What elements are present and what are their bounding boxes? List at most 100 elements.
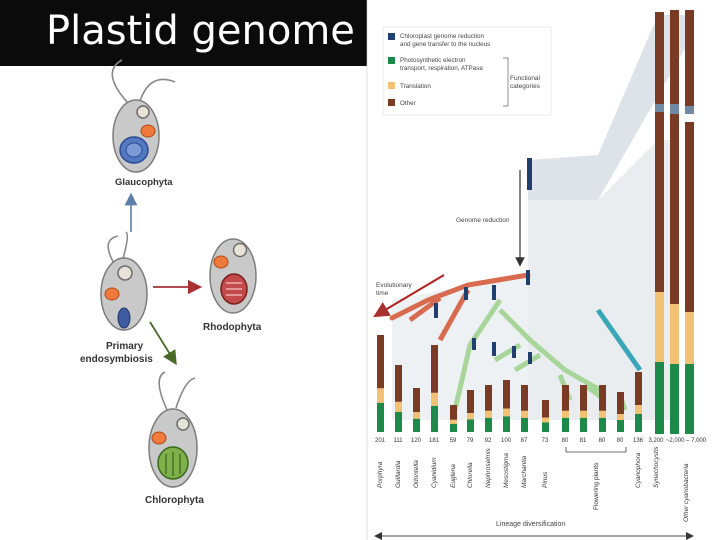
primary-endosymbiosis-label-2: endosymbiosis xyxy=(80,354,153,365)
taxon-label: Cyanidium xyxy=(431,457,438,488)
legend-panel xyxy=(382,26,552,116)
leaf-bar-segment xyxy=(395,365,402,402)
evolutionary-time-label-1: Evolutionary xyxy=(376,282,413,289)
leaf-bar-segment xyxy=(431,392,438,406)
leaf-bar-segment xyxy=(485,385,492,411)
taxon-label: Cyanophora xyxy=(635,452,642,488)
chlorophyta-label: Chlorophyta xyxy=(145,495,204,506)
slide-title: Plastid genome xyxy=(46,8,355,54)
taxon-label: Other cyanobacteria xyxy=(683,463,690,522)
title-bar xyxy=(0,0,367,66)
leaf-bar-segment xyxy=(377,335,384,389)
legend-swatch-reduction xyxy=(388,33,395,40)
leaf-bar-segment xyxy=(485,410,492,418)
phylogeny-branches xyxy=(389,272,643,411)
leaf-bar-segment xyxy=(503,408,510,417)
gene-count-label: 59 xyxy=(450,438,457,444)
leaf-bar-segment xyxy=(377,388,384,403)
gene-count-label: 80 xyxy=(617,438,624,444)
taxon-label: Pinus xyxy=(542,471,549,488)
taxon-label: Marchantia xyxy=(521,455,528,488)
gene-count-label: 92 xyxy=(485,438,492,444)
leaf-bar-segment xyxy=(542,400,549,418)
leaf-bar-segment xyxy=(635,405,642,414)
gene-count-label: 87 xyxy=(521,438,528,444)
leaf-bar-segment xyxy=(635,414,642,432)
reduction-plane-main xyxy=(528,15,690,200)
leaf-bar-segment xyxy=(599,385,606,411)
taxon-label: Porphyra xyxy=(377,461,384,488)
leaf-bar-segment xyxy=(562,385,569,411)
leaf-bar-segment xyxy=(617,414,624,420)
legend-swatch-other xyxy=(388,99,395,106)
legend-reduction-2: and gene transfer to the nucleus xyxy=(400,41,490,48)
gene-count-label: 3,200 xyxy=(648,438,664,444)
gene-count-label: 120 xyxy=(411,438,422,444)
leaf-bar-segment xyxy=(467,413,474,420)
gene-count-label: 201 xyxy=(375,438,386,444)
glaucophyte-cell xyxy=(111,59,176,173)
legend-photosynthetic-1: Photosynthetic electron xyxy=(400,57,466,64)
rhodophyta-label: Rhodophyta xyxy=(203,322,262,333)
evolutionary-time-arrow xyxy=(373,274,445,318)
gene-count-label: 80 xyxy=(599,438,606,444)
taxon-label: Mesostigma xyxy=(503,453,510,488)
functional-bracket xyxy=(503,57,509,107)
leaf-bar-segment xyxy=(580,410,587,418)
leaf-bar-segment xyxy=(580,385,587,411)
gene-count-label: 81 xyxy=(580,438,587,444)
legend-photosynthetic-2: transport, respiration, ATPase xyxy=(400,65,483,72)
taxon-label: Nephroselmis xyxy=(485,448,492,488)
gene-count-label: ~2,000 – 7,000 xyxy=(666,438,707,444)
legend-translation: Translation xyxy=(400,83,431,90)
leaf-bar-segment xyxy=(580,417,587,432)
leaf-bar-segment xyxy=(413,388,420,413)
leaf-bar-segment xyxy=(431,345,438,393)
leaf-bar-segment xyxy=(542,417,549,423)
leaf-bar-segment xyxy=(617,392,624,414)
gene-count-label: 111 xyxy=(393,438,403,444)
leaf-bar-segment xyxy=(377,402,384,432)
gene-count-label: 80 xyxy=(562,438,569,444)
leaf-bar-segment xyxy=(562,410,569,418)
leaf-bar-segment xyxy=(542,422,549,432)
leaf-bar-segment xyxy=(431,405,438,432)
leaf-bar-segment xyxy=(521,385,528,411)
legend-swatch-translation xyxy=(388,82,395,89)
flowering-plants-label: Flowering plants xyxy=(593,462,600,510)
chlorophyte-cell xyxy=(148,371,198,488)
primary-endosymbiosis-label-1: Primary xyxy=(106,341,144,352)
leaf-bar-segment xyxy=(467,419,474,432)
leaf-bar-segment xyxy=(521,410,528,418)
legend-swatch-photosynthetic xyxy=(388,57,395,64)
gene-count-label: 136 xyxy=(633,438,644,444)
genome-reduction-label: Genome reduction xyxy=(456,217,510,224)
arrow-to-chlorophyta xyxy=(149,321,177,366)
leaf-bar-segment xyxy=(413,412,420,419)
leaf-bar-segment xyxy=(467,390,474,414)
leaf-bars xyxy=(377,335,642,432)
gene-count-label: 73 xyxy=(542,438,549,444)
leaf-bar-segment xyxy=(521,417,528,432)
legend: Chloroplast genome reduction and gene tr… xyxy=(388,33,541,107)
leaf-bar-segment xyxy=(450,419,457,424)
leaf-bar-segment xyxy=(599,410,606,418)
leaf-bar-segment xyxy=(450,423,457,432)
taxon-label: Chlorella xyxy=(467,462,474,488)
lineage-diversification-label: Lineage diversification xyxy=(496,521,565,528)
rhodophyte-cell xyxy=(209,238,257,314)
leaf-bar-segment xyxy=(599,417,606,432)
gene-count-label: 79 xyxy=(467,438,474,444)
flowering-plants-bracket xyxy=(565,447,627,453)
legend-reduction-1: Chloroplast genome reduction xyxy=(400,33,485,40)
ancestor-cell xyxy=(100,231,148,331)
leaf-bar-segment xyxy=(503,416,510,432)
leaf-bar-segment xyxy=(395,411,402,432)
taxon-label: Guillardia xyxy=(395,460,402,488)
functional-categories-2: categories xyxy=(510,83,541,90)
taxon-label: Odontella xyxy=(413,460,420,488)
glaucophyta-label: Glaucophyta xyxy=(115,177,173,188)
